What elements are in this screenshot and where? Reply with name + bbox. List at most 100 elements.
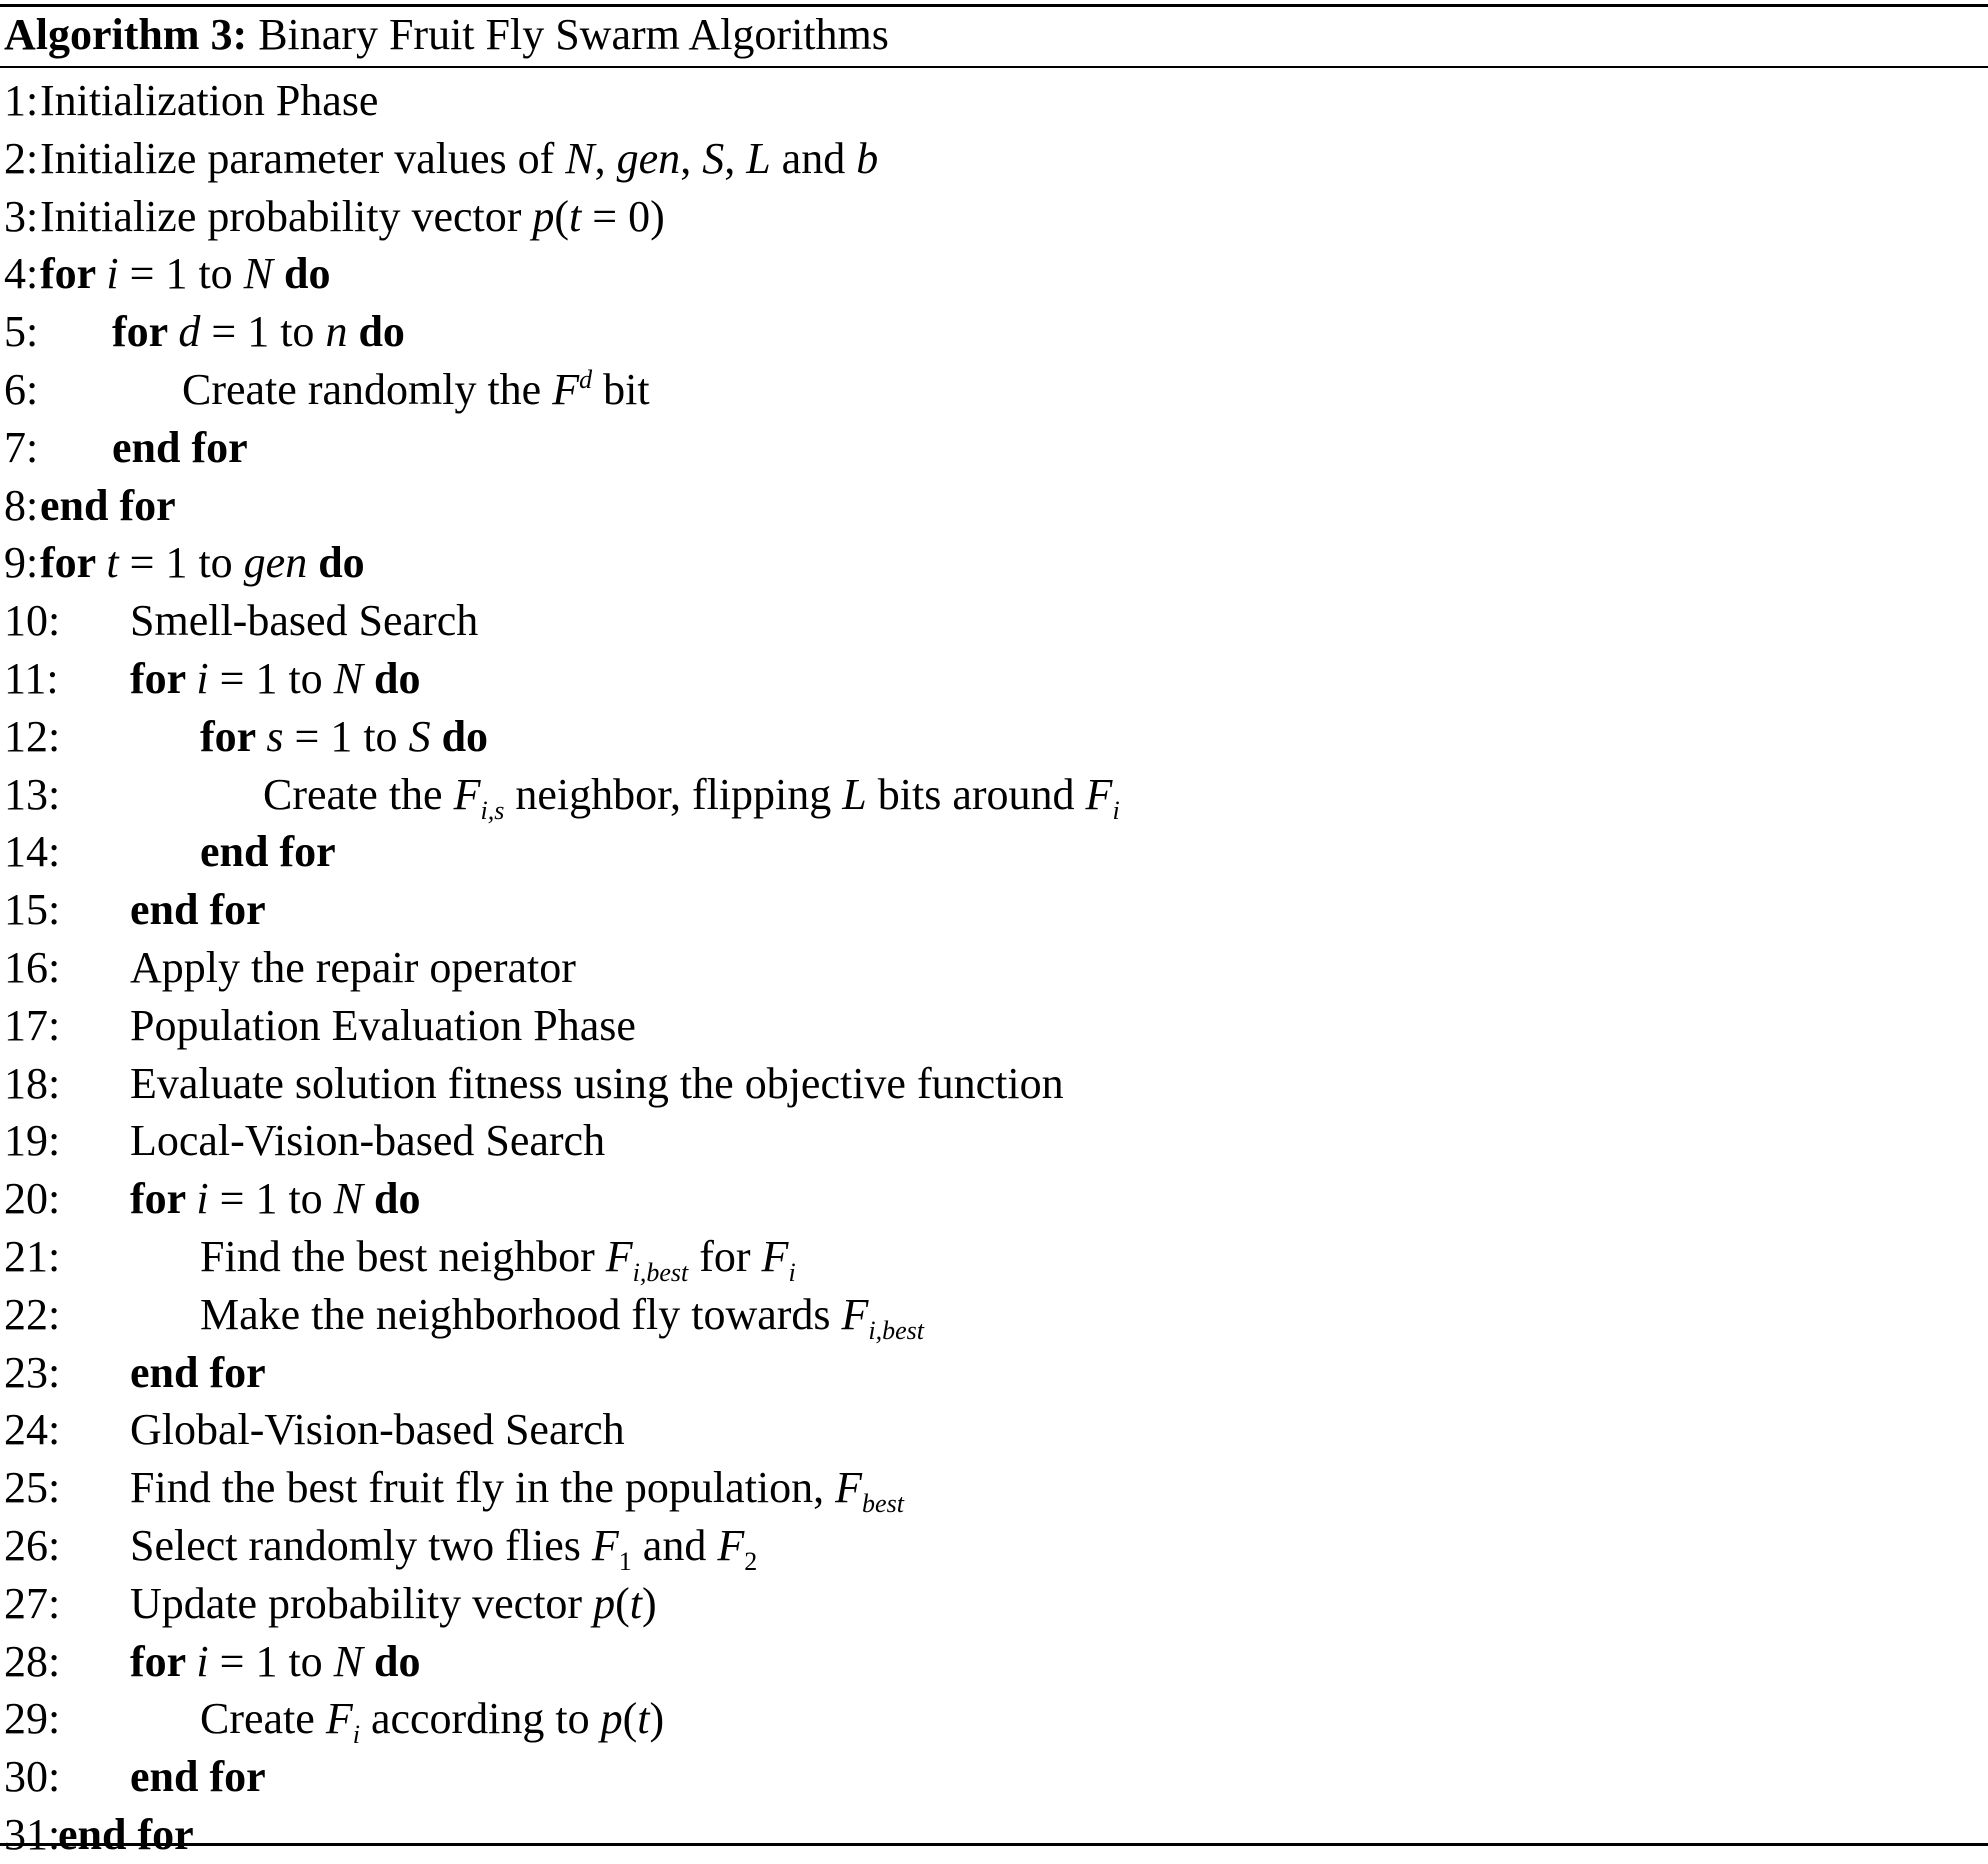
line-token: best — [862, 1489, 904, 1519]
line-token: do — [363, 653, 421, 703]
line-token: gen — [243, 538, 308, 588]
line-content: end for — [200, 823, 336, 881]
line-token: Initialize probability vector — [40, 191, 533, 241]
line-number: 15: — [4, 885, 61, 935]
line-token: F — [761, 1231, 789, 1281]
line-token: Select randomly two flies — [130, 1520, 592, 1570]
line-token: Create randomly the — [182, 364, 553, 414]
algorithm-line: 19:Local-Vision-based Search — [0, 1112, 1988, 1170]
line-token: p — [600, 1694, 623, 1744]
line-token: Smell-based Search — [130, 596, 479, 646]
line-content: end for — [112, 419, 248, 477]
line-content: for i = 1 to N do — [130, 1633, 421, 1691]
line-number: 13: — [4, 769, 61, 819]
line-number: 12: — [4, 711, 61, 761]
algorithm-line: 10: Smell-based Search — [0, 592, 1988, 650]
line-token: ( — [622, 1694, 638, 1744]
line-token: F — [1085, 769, 1113, 819]
algorithm-line: 17: Population Evaluation Phase — [0, 997, 1988, 1055]
line-number: 5: — [4, 307, 39, 357]
line-token: ( — [554, 191, 570, 241]
line-token: N — [565, 133, 595, 183]
line-token: Apply the repair operator — [130, 942, 576, 992]
algorithm-line: 7: end for — [0, 419, 1988, 477]
line-number: 24: — [4, 1405, 61, 1455]
line-token: i — [196, 653, 209, 703]
line-number: 20: — [4, 1174, 61, 1224]
line-token: = 1 to — [283, 711, 409, 761]
line-content: Initialize parameter values of N, gen, S… — [40, 130, 878, 188]
line-content: end for — [40, 477, 176, 535]
algorithm-title: Algorithm 3: Binary Fruit Fly Swarm Algo… — [4, 10, 889, 60]
algorithm-line: 6: Create randomly the Fd bit — [0, 361, 1988, 419]
algorithm-line: 14:end for — [0, 823, 1988, 881]
line-content: end for — [58, 1806, 194, 1864]
algorithm-line: 30:end for — [0, 1748, 1988, 1806]
line-content: for s = 1 to S do — [200, 708, 488, 766]
algorithm-line: 18: Evaluate solution fitness using the o… — [0, 1055, 1988, 1113]
algorithm-line: 3:Initialize probability vector p(t = 0) — [0, 188, 1988, 246]
line-token: d — [579, 364, 593, 394]
line-token: F — [835, 1463, 863, 1513]
algorithm-line: 12: for s = 1 to S do — [0, 708, 1988, 766]
line-token: 1 — [618, 1546, 632, 1576]
line-number: 18: — [4, 1058, 61, 1108]
line-token: t — [106, 538, 119, 588]
line-number: 7: — [4, 422, 39, 472]
line-token: Find the best fruit fly in the populatio… — [130, 1463, 836, 1513]
line-token: F — [717, 1520, 745, 1570]
line-token: s — [266, 711, 284, 761]
line-content: Update probability vector p(t) — [130, 1575, 657, 1633]
line-content: Population Evaluation Phase — [130, 997, 636, 1055]
line-token: , — [724, 133, 747, 183]
line-content: Create randomly the Fd bit — [182, 361, 650, 419]
line-token: ) — [649, 1694, 665, 1744]
line-content: Smell-based Search — [130, 592, 478, 650]
line-number: 1: — [4, 76, 39, 125]
line-content: Initialize probability vector p(t = 0) — [40, 188, 665, 246]
line-content: Local-Vision-based Search — [130, 1112, 605, 1170]
line-token: for — [40, 538, 107, 588]
line-number: 10: — [4, 596, 61, 646]
line-token: = 1 to — [208, 1636, 334, 1686]
line-content: Make the neighborhood fly towards Fi,bes… — [200, 1286, 924, 1344]
line-token: N — [243, 249, 274, 299]
line-token: i — [1112, 795, 1120, 825]
line-content: Select randomly two flies F1 and F2 — [130, 1517, 757, 1575]
algorithm-line: 28: for i = 1 to N do — [0, 1633, 1988, 1691]
line-number: 16: — [4, 942, 61, 992]
line-content: for i = 1 to N do — [130, 650, 421, 708]
line-token: L — [842, 769, 867, 819]
line-token: do — [363, 1174, 421, 1224]
line-content: for t = 1 to gen do — [40, 534, 365, 592]
algorithm-line: 23:end for — [0, 1344, 1988, 1402]
algorithm-line: 15: end for — [0, 881, 1988, 939]
line-token: F — [605, 1231, 633, 1281]
line-content: Evaluate solution fitness using the obje… — [130, 1055, 1064, 1113]
line-token: for — [200, 711, 267, 761]
line-token: = 1 to — [208, 653, 334, 703]
line-token: = 0) — [581, 191, 665, 241]
line-token: do — [430, 711, 489, 761]
algorithm-line: 9:for t = 1 to gen do — [0, 534, 1988, 592]
line-number: 6: — [4, 364, 39, 414]
algorithm-line: 27: Update probability vector p(t) — [0, 1575, 1988, 1633]
line-number: 28: — [4, 1636, 61, 1686]
line-number: 31: — [4, 1809, 61, 1859]
line-content: Global-Vision-based Search — [130, 1401, 625, 1459]
line-token: Update probability vector — [130, 1578, 594, 1628]
line-token: N — [333, 1636, 364, 1686]
line-number: 17: — [4, 1000, 61, 1050]
algorithm-line: 25:Find the best fruit fly in the popula… — [0, 1459, 1988, 1517]
algorithm-line: 31:end for — [0, 1806, 1988, 1864]
line-token: n — [325, 307, 348, 357]
line-token: bit — [592, 364, 650, 414]
line-token: do — [347, 307, 405, 357]
line-token: do — [307, 538, 365, 588]
line-token: b — [856, 133, 879, 183]
line-token: Global-Vision-based Search — [130, 1405, 625, 1455]
line-number: 27: — [4, 1578, 61, 1628]
line-token: L — [746, 133, 771, 183]
line-content: end for — [130, 881, 266, 939]
line-token: N — [333, 653, 364, 703]
